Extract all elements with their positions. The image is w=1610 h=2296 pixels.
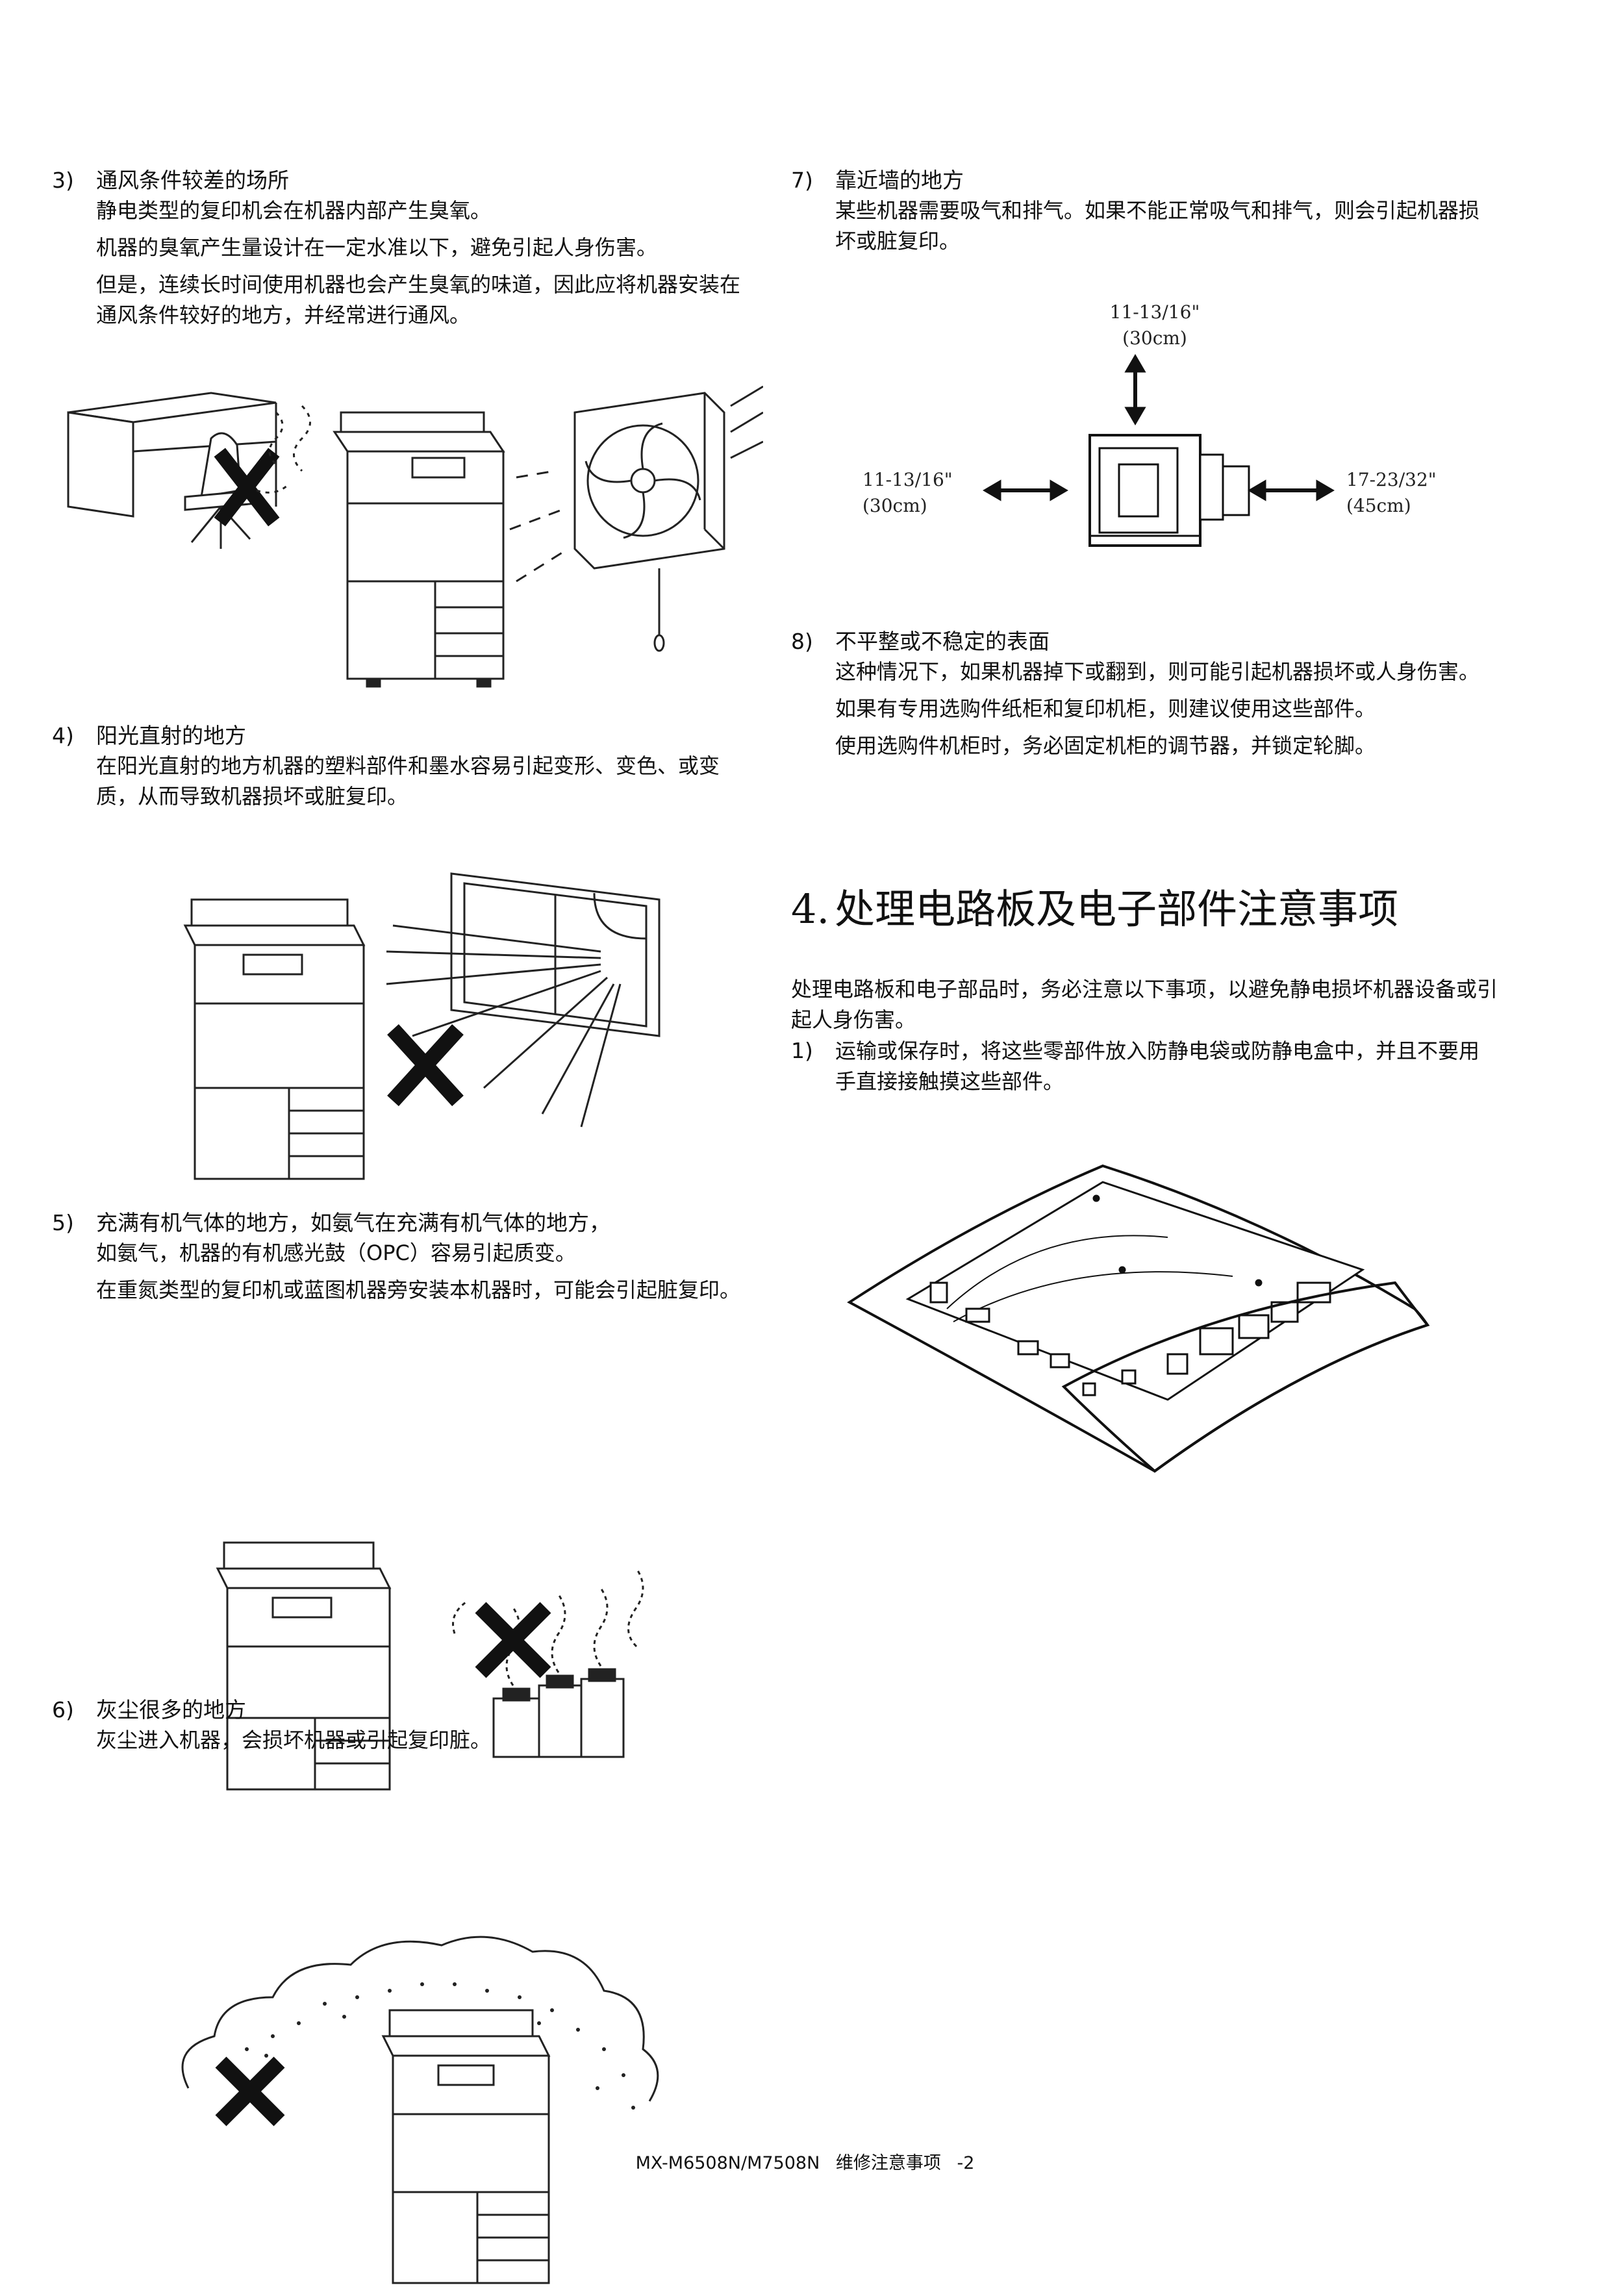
item-paragraph: 在阳光直射的地方机器的塑料部件和墨水容易引起变形、变色、或变质，从而导致机器损坏… <box>96 753 720 809</box>
item-number: 3) <box>52 168 74 193</box>
section-title: 处理电路板及电子部件注意事项 <box>835 885 1399 933</box>
organic-gas-illustration <box>208 1517 675 1802</box>
item-organic-gas: 5) 充满有机气体的地方，如氨气在充满有机气体的地方， 如氨气，机器的有机感光鼓… <box>52 1208 753 1312</box>
item-number: 7) <box>791 168 813 193</box>
dust-illustration <box>149 1919 695 2296</box>
item-paragraph: 运输或保存时，将这些零部件放入防静电袋或防静电盒中，并且不要用手直接接触摸这些部… <box>835 1039 1480 1094</box>
footer-page-number: -2 <box>957 2153 975 2173</box>
item-title: 靠近墙的地方 <box>835 168 964 193</box>
item-paragraph: 机器的臭氧产生量设计在一定水准以下，避免引起人身伤害。 <box>96 235 658 260</box>
item-title: 灰尘很多的地方 <box>96 1697 246 1722</box>
section-heading: 4.处理电路板及电子部件注意事项 <box>791 883 1398 935</box>
item-number: 4) <box>52 723 74 748</box>
item-paragraph: 使用选购件机柜时，务必固定机柜的调节器，并锁定轮脚。 <box>835 733 1376 758</box>
item-title: 通风条件较差的场所 <box>96 168 289 193</box>
item-paragraph: 灰尘进入机器，会损坏机器或引起复印脏。 <box>96 1728 492 1752</box>
item-poor-ventilation: 3) 通风条件较差的场所 静电类型的复印机会在机器内部产生臭氧。 机器的臭氧产生… <box>52 166 753 337</box>
item-transport-storage: 1) <box>791 1036 1499 1066</box>
section-intro: 处理电路板和电子部品时，务必注意以下事项，以避免静电损坏机器设备或引起人身伤害。 <box>791 977 1498 1032</box>
ventilation-illustration <box>62 367 763 835</box>
item-paragraph: 但是，连续长时间使用机器也会产生臭氧的味道，因此应将机器安装在通风条件较好的地方… <box>96 272 741 327</box>
item-uneven-surface: 8) 不平整或不稳定的表面 这种情况下，如果机器掉下或翻到，则可能引起机器损坏或… <box>791 627 1499 768</box>
page-footer: MX-M6508N/M7508N 维修注意事项 -2 <box>0 2149 1610 2174</box>
item-near-wall: 7) 靠近墙的地方 某些机器需要吸气和排气。如果不能正常吸气和排气，则会引起机器… <box>791 166 1499 263</box>
item-title: 充满有机气体的地方，如氨气在充满有机气体的地方， <box>96 1210 610 1235</box>
item-title: 阳光直射的地方 <box>96 723 246 748</box>
footer-section: 维修注意事项 <box>835 2153 941 2173</box>
sunlight-illustration <box>179 854 672 1192</box>
item-paragraph: 如氨气，机器的有机感光鼓（OPC）容易引起质变。 <box>96 1241 576 1265</box>
clearance-right-cm: (45cm) <box>1346 495 1411 516</box>
clearance-left-cm: (30cm) <box>862 495 927 516</box>
item-number: 8) <box>791 629 813 654</box>
item-title: 不平整或不稳定的表面 <box>835 629 1050 654</box>
item-paragraph: 在重氮类型的复印机或蓝图机器旁安装本机器时，可能会引起脏复印。 <box>96 1278 741 1302</box>
clearance-top-cm: (30cm) <box>1122 327 1187 349</box>
clearance-top-inches: 11-13/16" <box>1110 301 1200 323</box>
clearance-left-inches: 11-13/16" <box>862 469 953 490</box>
item-paragraph: 如果有专用选购件纸柜和复印机柜，则建议使用这些部件。 <box>835 696 1376 721</box>
circuit-board-bag-illustration <box>843 1153 1440 1504</box>
clearance-diagram: 11-13/16" (30cm) 11-13/16" (30cm) 17-23/… <box>843 299 1492 559</box>
item-number: 1) <box>791 1038 813 1063</box>
clearance-right-inches: 17-23/32" <box>1346 469 1437 490</box>
item-number: 6) <box>52 1697 74 1722</box>
item-dusty-place: 6) 灰尘很多的地方 灰尘进入机器，会损坏机器或引起复印脏。 <box>52 1695 753 1762</box>
item-direct-sunlight: 4) 阳光直射的地方 在阳光直射的地方机器的塑料部件和墨水容易引起变形、变色、或… <box>52 721 753 818</box>
item-paragraph: 某些机器需要吸气和排气。如果不能正常吸气和排气，则会引起机器损坏或脏复印。 <box>835 198 1480 253</box>
item-paragraph: 这种情况下，如果机器掉下或翻到，则可能引起机器损坏或人身伤害。 <box>835 659 1480 684</box>
item-number: 5) <box>52 1210 74 1235</box>
section-number: 4. <box>791 885 830 933</box>
footer-model: MX-M6508N/M7508N <box>635 2153 820 2173</box>
item-transport-text: 运输或保存时，将这些零部件放入防静电袋或防静电盒中，并且不要用手直接接触摸这些部… <box>791 1036 1499 1097</box>
item-paragraph: 静电类型的复印机会在机器内部产生臭氧。 <box>96 198 492 223</box>
